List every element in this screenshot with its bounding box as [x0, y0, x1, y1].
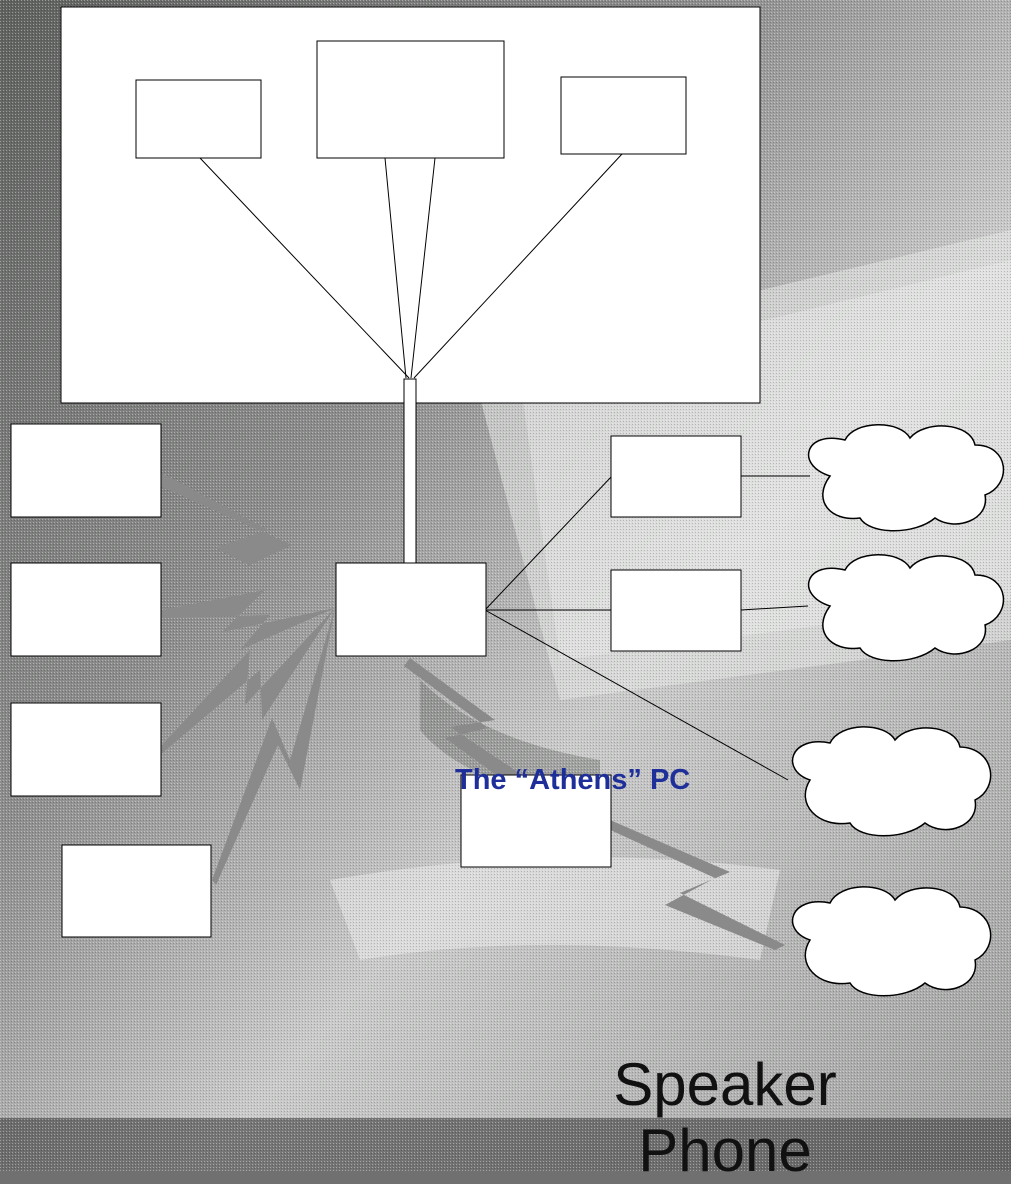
- inner-box-right: [561, 77, 686, 154]
- inner-box-center: [317, 41, 504, 158]
- connector-bar: [404, 379, 416, 565]
- caption-secondary: Speaker Phone: [520, 1052, 930, 1184]
- left-box-4: [62, 845, 211, 937]
- right-box-2: [611, 570, 741, 651]
- inner-box-left: [136, 80, 261, 158]
- cloud-2: [809, 555, 1004, 661]
- left-box-1: [11, 424, 161, 517]
- right-box-1: [611, 436, 741, 517]
- cloud-1: [809, 425, 1004, 531]
- left-box-2: [11, 563, 161, 656]
- caption-primary: The “Athens” PC: [455, 764, 690, 797]
- left-box-3: [11, 703, 161, 796]
- hub-box: [336, 563, 486, 656]
